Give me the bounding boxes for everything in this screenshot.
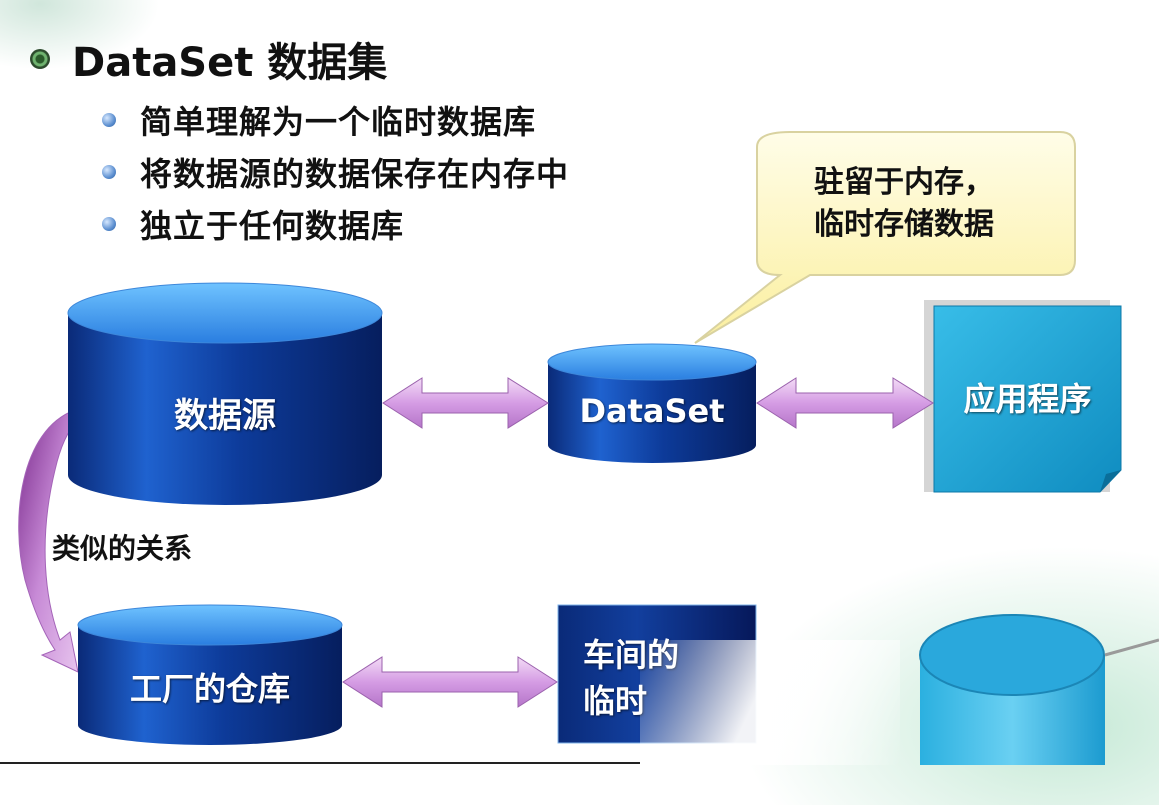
warehouse-cylinder <box>77 604 343 745</box>
title-row: DataSet 数据集 <box>30 30 387 88</box>
callout-bubble <box>694 131 1076 344</box>
arrow-dataset-application <box>756 377 934 429</box>
bullet-text: 将数据源的数据保存在内存中 <box>140 155 570 193</box>
callout-line: 驻留于内存， <box>814 165 994 200</box>
bullet-dot-icon <box>102 217 116 231</box>
application-document <box>924 300 1122 493</box>
title-bullet-icon <box>30 49 50 69</box>
application-label: 应用程序 <box>963 380 1092 418</box>
datasource-label: 数据源 <box>174 396 276 436</box>
datasource-cylinder <box>67 282 383 505</box>
relation-label: 类似的关系 <box>52 532 193 565</box>
bullet-list: 简单理解为一个临时数据库 将数据源的数据保存在内存中 独立于任何数据库 <box>102 94 569 250</box>
bottom-rule <box>0 762 640 764</box>
bullet-item: 将数据源的数据保存在内存中 <box>102 146 569 198</box>
callout-line: 临时存储数据 <box>814 207 994 242</box>
bullet-item: 简单理解为一个临时数据库 <box>102 94 569 146</box>
bullet-dot-icon <box>102 113 116 127</box>
bullet-item: 独立于任何数据库 <box>102 198 569 250</box>
arrow-warehouse-workshop <box>342 656 558 708</box>
callout-text: 驻留于内存， 临时存储数据 <box>760 162 1060 246</box>
bullet-dot-icon <box>102 165 116 179</box>
workshop-label-line: 临时 <box>583 682 648 720</box>
warehouse-label: 工厂的仓库 <box>129 670 290 708</box>
page-title: DataSet 数据集 <box>72 40 388 86</box>
bullet-text: 简单理解为一个临时数据库 <box>140 103 537 141</box>
relation-curve-arrow <box>18 409 79 673</box>
dataset-label: DataSet <box>579 392 725 430</box>
partial-cylinder <box>919 614 1159 765</box>
corner-decoration <box>0 0 160 70</box>
dataset-cylinder <box>547 343 757 463</box>
arrow-datasource-dataset <box>382 377 549 429</box>
fade-overlay <box>640 640 900 765</box>
bullet-text: 独立于任何数据库 <box>140 207 405 245</box>
